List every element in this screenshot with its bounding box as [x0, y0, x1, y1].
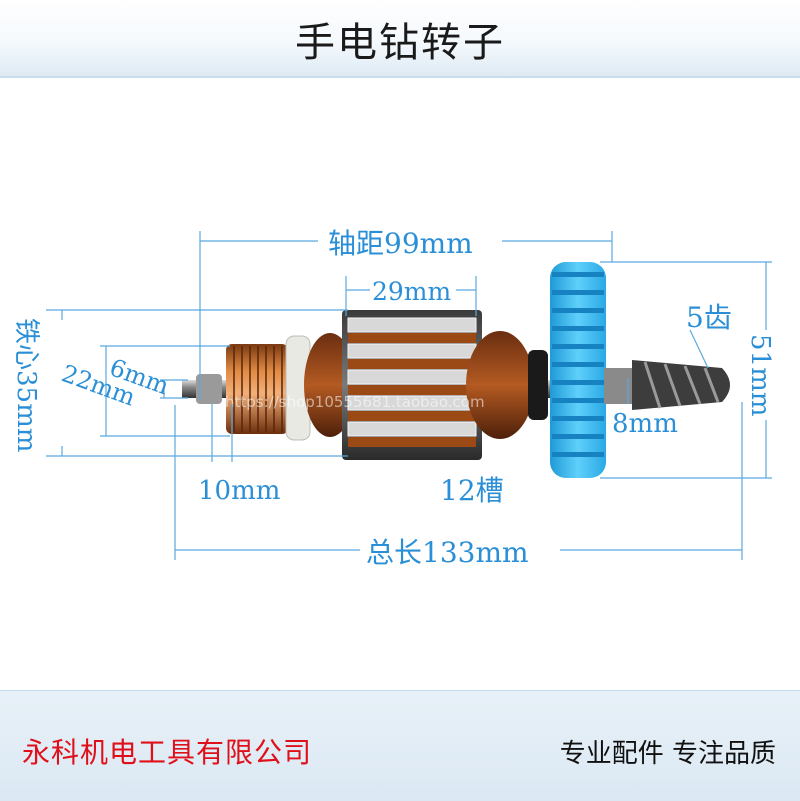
label-gear-shaft: 8mm [612, 409, 678, 439]
header-bar: 手电钻转子 [0, 0, 800, 78]
product-stage: https://shop10555681.taobao.com [0, 78, 800, 690]
gear [550, 262, 606, 478]
page-title: 手电钻转子 [295, 20, 505, 66]
pinion-shaft [604, 360, 730, 410]
label-shaft-end: 10mm [198, 476, 280, 506]
dimension-lines [46, 231, 772, 560]
header-divider [0, 76, 800, 78]
label-core-diameter: 铁心35mm [11, 318, 41, 452]
bearing-block [528, 350, 548, 420]
commutator [226, 344, 288, 434]
watermark-text: https://shop10555681.taobao.com [225, 393, 485, 411]
label-teeth: 5齿 [686, 301, 732, 334]
winding-right [466, 331, 534, 439]
label-total-length: 总长133mm [366, 536, 529, 569]
label-core-length: 29mm [372, 277, 452, 306]
label-shaft-distance: 轴距99mm [328, 227, 473, 260]
company-name: 永科机电工具有限公司 [22, 736, 313, 769]
footer-bar: 永科机电工具有限公司 专业配件 专注品质 [0, 690, 800, 801]
rotor-diagram: https://shop10555681.taobao.com [11, 227, 775, 569]
bearing-sleeve [196, 374, 222, 404]
label-slots: 12槽 [440, 474, 504, 507]
iron-core [342, 310, 482, 460]
slogan: 专业配件 专注品质 [559, 739, 776, 769]
label-gear-dia: 51mm [745, 334, 775, 416]
